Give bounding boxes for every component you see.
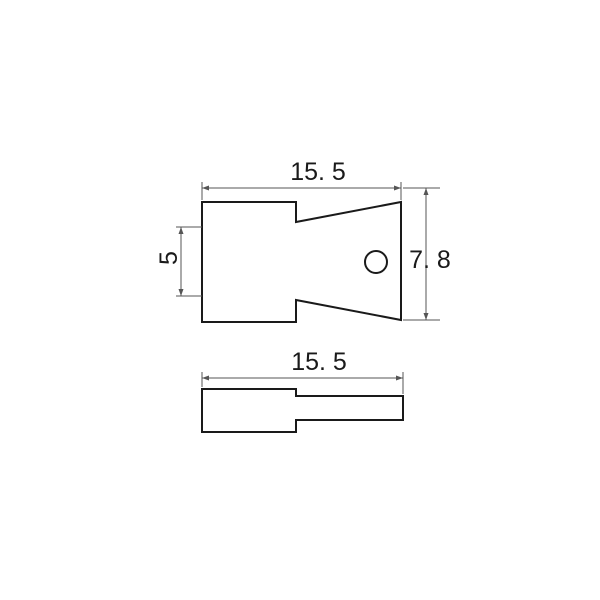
arrow-bottom xyxy=(178,289,184,296)
side-width-dimension: 15. 5 xyxy=(201,348,404,394)
arrow-left xyxy=(202,375,209,381)
height-dimension: 7. 8 xyxy=(403,187,451,321)
arrow-right xyxy=(396,375,403,381)
mounting-hole xyxy=(364,250,388,274)
arrow-top xyxy=(423,188,429,195)
side-view-outline xyxy=(201,388,404,433)
height-label: 7. 8 xyxy=(409,246,451,274)
arrow-left xyxy=(202,185,209,191)
top-view-outline xyxy=(201,200,402,323)
arrow-bottom xyxy=(423,313,429,320)
arrow-top xyxy=(178,227,184,234)
side-width-label: 15. 5 xyxy=(291,348,347,376)
arrow-right xyxy=(394,185,401,191)
top-width-label: 15. 5 xyxy=(290,158,346,186)
inner-height-label: 5 xyxy=(155,251,183,265)
top-width-dimension: 15. 5 xyxy=(201,158,402,200)
top-view: 15. 5 7. 8 5 xyxy=(155,158,451,323)
inner-height-dimension: 5 xyxy=(155,226,202,297)
side-view: 15. 5 xyxy=(201,348,404,433)
